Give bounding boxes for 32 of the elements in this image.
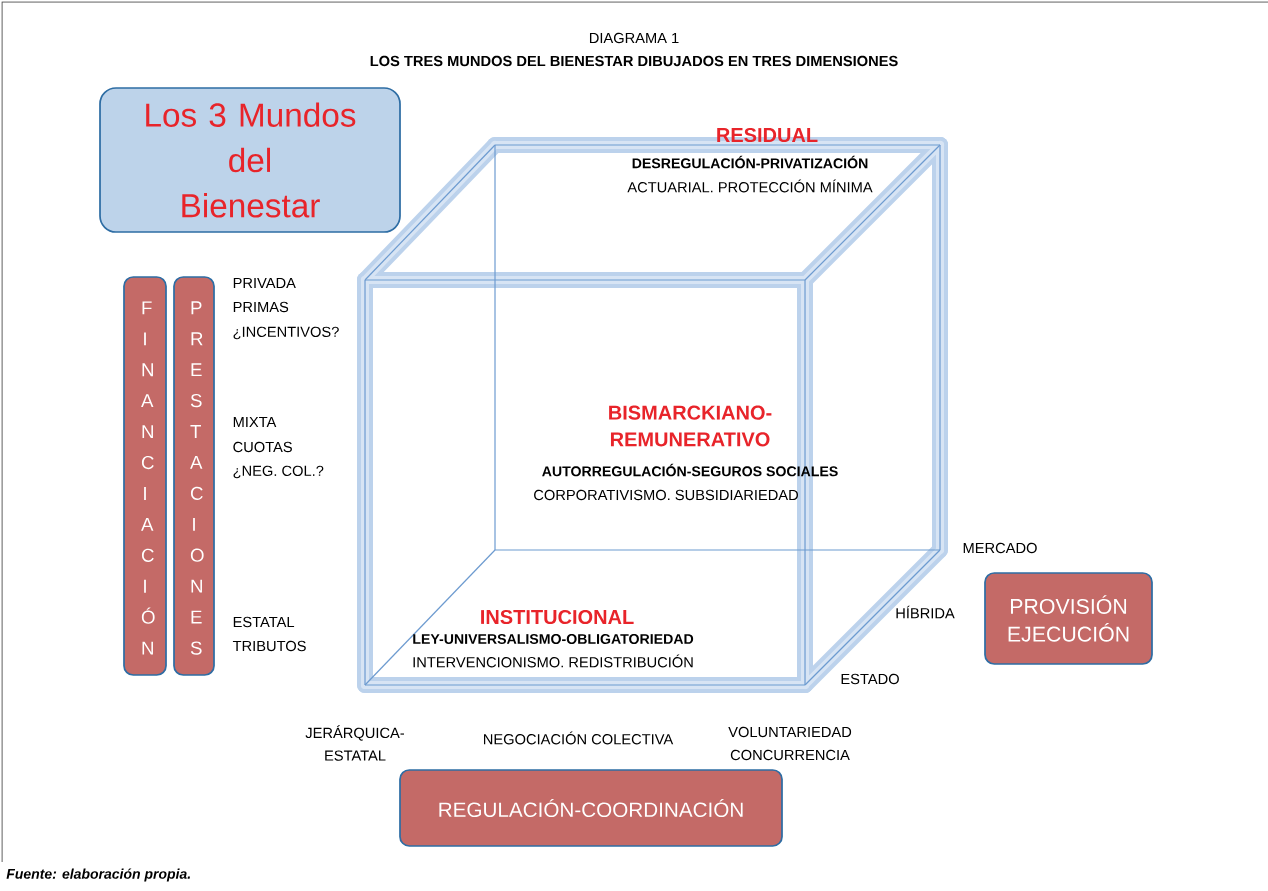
regime-principle: DESREGULACIÓN-PRIVATIZACIÓN: [632, 155, 868, 169]
axis-value: HÍBRIDA: [896, 605, 955, 619]
vertical-box: PRESTACIONES: [173, 276, 215, 676]
regime-name: RESIDUAL: [717, 127, 818, 143]
axis-value: JERÁRQUICA-ESTATAL: [305, 725, 405, 761]
axis-value: PRIMAS: [233, 301, 289, 313]
axis-value: PRIVADA: [233, 277, 296, 289]
axis-value: TRIBUTOS: [232, 640, 306, 652]
regime-name: INSTITUCIONAL: [481, 609, 634, 625]
regime-principle: AUTORREGULACIÓN-SEGUROS SOCIALES: [542, 463, 838, 477]
dimension-box: PROVISIÓN EJECUCIÓN: [984, 572, 1153, 665]
axis-value: VOLUNTARIEDAD: [728, 726, 852, 738]
regime-name: BISMARCKIANO-REMUNERATIVO: [609, 405, 772, 447]
axis-value: CUOTAS: [233, 441, 292, 453]
axis-value: ESTATAL: [233, 616, 295, 628]
vertical-box: FINANCIACIÓN: [123, 276, 167, 676]
regime-feature: ACTUARIAL. PROTECCIÓN MÍNIMA: [627, 179, 873, 193]
diagram-title: LOS TRES MUNDOS DEL BIENESTAR DIBUJADOS EN TRES DIMENSIONES: [370, 55, 898, 67]
axis-value: MERCADO: [963, 542, 1037, 554]
axis-value: ESTADO: [841, 673, 899, 685]
axis-value: NEGOCIACIÓN COLECTIVA: [484, 731, 674, 745]
source-note: Fuente: elaboración propia.: [6, 868, 190, 882]
title-box: Los 3 Mundos del Bienestar: [99, 87, 401, 233]
axis-value: MIXTA: [233, 416, 277, 428]
axis-value: ¿INCENTIVOS?: [233, 326, 339, 340]
diagram-number: DIAGRAMA 1: [590, 32, 679, 44]
axis-value: ¿NEG. COL.?: [233, 465, 324, 479]
regime-principle: LEY-UNIVERSALISMO-OBLIGATORIEDAD: [413, 634, 694, 644]
regime-feature: CORPORATIVISMO. SUBSIDIARIEDAD: [534, 489, 798, 501]
dimension-box: REGULACIÓN-COORDINACIÓN: [399, 769, 783, 847]
axis-value: CONCURRENCIA: [730, 749, 850, 761]
regime-feature: INTERVENCIONISMO. REDISTRIBUCIÓN: [413, 654, 693, 668]
